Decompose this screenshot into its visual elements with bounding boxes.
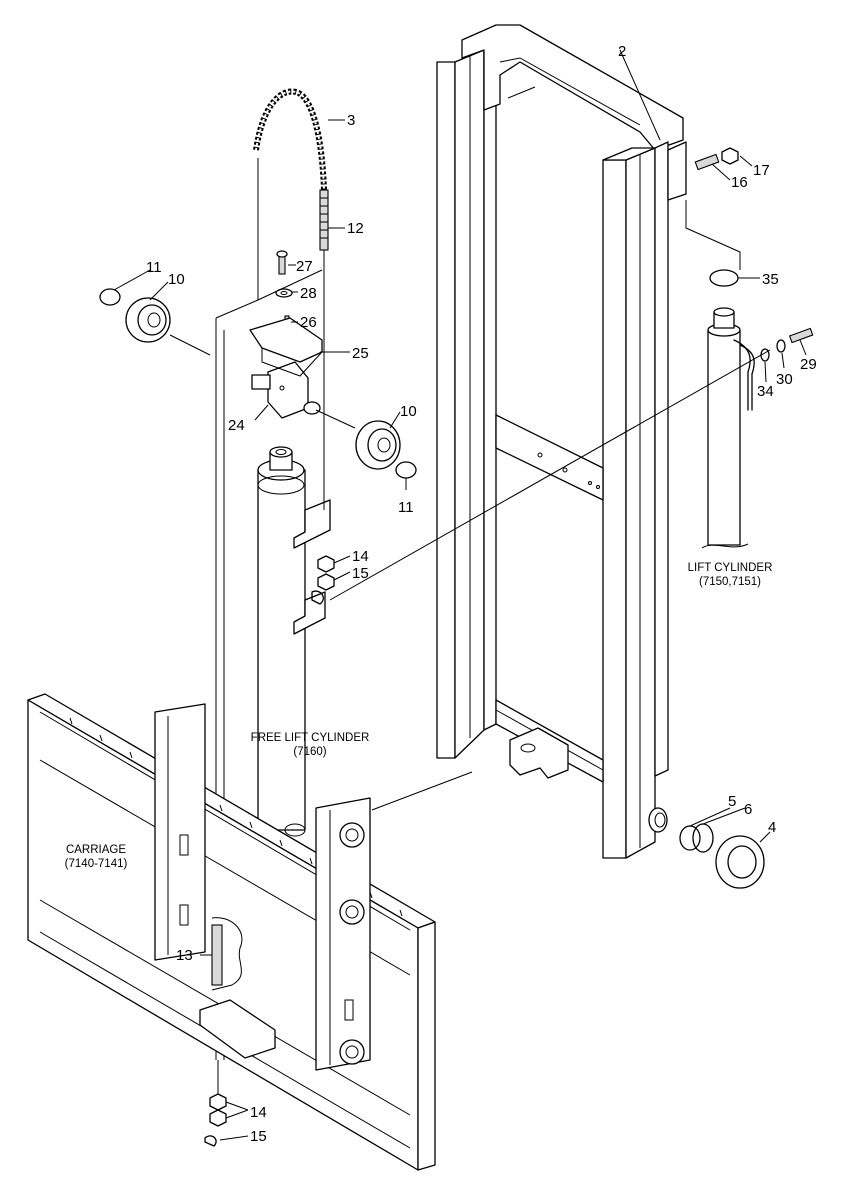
callout-15: 15 [352,565,369,582]
callout-5: 5 [728,793,736,810]
carriage [27,693,436,1171]
callout-25: 25 [352,345,369,362]
chain [253,88,329,510]
callout-34: 34 [757,383,774,400]
callout-29: 29 [800,356,817,373]
callout-24: 24 [228,417,245,434]
free-lift-cylinder-caption: FREE LIFT CYLINDER [251,732,370,744]
callout-27: 27 [296,258,313,275]
callout-leaders [113,49,807,1141]
callout-12: 12 [347,220,364,237]
lift-cylinder [701,307,755,549]
carriage-part-numbers: (7140-7141) [65,858,128,870]
callout-2: 2 [618,43,626,60]
callout-6: 6 [744,801,752,818]
callout-10: 10 [168,271,185,288]
small-parts [99,147,814,1147]
callout-10-right: 10 [400,403,417,420]
callout-3: 3 [347,112,355,129]
assembly-lines [329,200,771,811]
callout-11: 11 [146,259,162,276]
lift-cylinder-part-numbers: (7150,7151) [699,576,761,588]
callout-26: 26 [300,314,317,331]
free-lift-cylinder [257,446,331,837]
callout-14-bottom: 14 [250,1104,267,1121]
callout-4: 4 [768,819,776,836]
callout-30: 30 [776,371,793,388]
free-lift-cylinder-part-number: (7160) [293,746,326,758]
callout-11-right: 11 [398,499,414,516]
callout-28: 28 [300,285,317,302]
callout-14: 14 [352,548,369,565]
callout-17: 17 [753,162,770,179]
lift-cylinder-caption: LIFT CYLINDER [688,562,773,574]
callout-numbers: 2 3 12 11 10 27 28 26 25 24 10 11 14 15 … [146,43,817,1145]
carriage-caption: CARRIAGE [66,844,126,856]
outer-mast [436,24,687,859]
callout-35: 35 [762,271,779,288]
callout-13: 13 [176,947,193,964]
callout-16: 16 [731,174,748,191]
captions: LIFT CYLINDER (7150,7151) FREE LIFT CYLI… [65,562,773,870]
callout-15-bottom: 15 [250,1128,267,1145]
